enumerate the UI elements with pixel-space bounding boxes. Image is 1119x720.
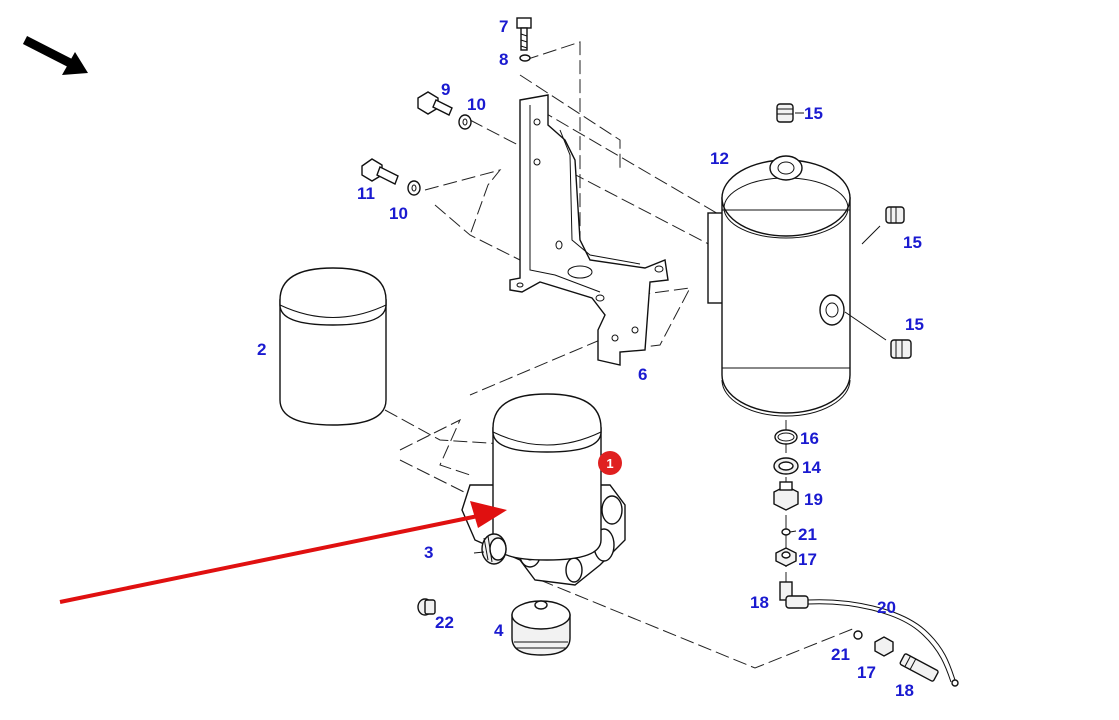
sensor-20 <box>807 599 959 687</box>
callouts: 7 8 9 10 11 10 15 12 15 15 2 6 16 14 19 … <box>257 17 924 700</box>
callout-label: 18 <box>895 681 914 700</box>
callout-label: 15 <box>905 315 924 334</box>
plug-15-right-lower <box>890 339 912 359</box>
callout-label: 10 <box>467 95 486 114</box>
plug-22 <box>417 598 436 616</box>
callout-label: 15 <box>804 104 823 123</box>
callout-label: 16 <box>800 429 819 448</box>
bolt-11 <box>361 158 399 185</box>
callout-label: 9 <box>441 80 450 99</box>
callout-label: 12 <box>710 149 729 168</box>
air-tank-12 <box>707 155 851 417</box>
callout-label: 8 <box>499 50 508 69</box>
callout-label: 15 <box>903 233 922 252</box>
silencer-4 <box>511 600 571 656</box>
callout-label: 2 <box>257 340 266 359</box>
callout-label: 7 <box>499 17 508 36</box>
callout-label: 14 <box>802 458 821 477</box>
callout-label: 10 <box>389 204 408 223</box>
callout-label: 21 <box>831 645 850 664</box>
oring-21 <box>781 528 791 536</box>
callout-label: 6 <box>638 365 647 384</box>
oring-16 <box>774 429 798 445</box>
washer-10-upper <box>458 114 472 130</box>
callout-label: 22 <box>435 613 454 632</box>
callout-label: 3 <box>424 543 433 562</box>
elbow-fitting-18 <box>779 581 809 609</box>
callout-label: 18 <box>750 593 769 612</box>
plug-15-right-upper <box>885 206 905 224</box>
callout-label: 17 <box>798 550 817 569</box>
callout-label: 11 <box>357 184 375 203</box>
badge-label: 1 <box>606 456 613 471</box>
bolt-9 <box>417 91 453 116</box>
valve-19 <box>773 481 799 511</box>
plug-15-top <box>776 103 794 123</box>
red-pointer-arrow <box>59 501 507 604</box>
washer-10-lower <box>407 180 421 196</box>
callout-label: 4 <box>494 621 504 640</box>
fitting-3 <box>481 533 507 565</box>
callout-label: 19 <box>804 490 823 509</box>
orientation-arrow-icon <box>22 35 88 75</box>
nut-17 <box>775 547 797 567</box>
callout-label: 20 <box>877 598 896 617</box>
bolt-7 <box>516 17 532 51</box>
washer-8 <box>519 54 531 62</box>
callout-label: 21 <box>798 525 817 544</box>
leader-lines <box>473 112 887 554</box>
bracket-6 <box>509 94 669 366</box>
part-badge-1: 1 <box>598 451 622 475</box>
callout-label: 17 <box>857 663 876 682</box>
cartridge-2 <box>279 267 387 426</box>
